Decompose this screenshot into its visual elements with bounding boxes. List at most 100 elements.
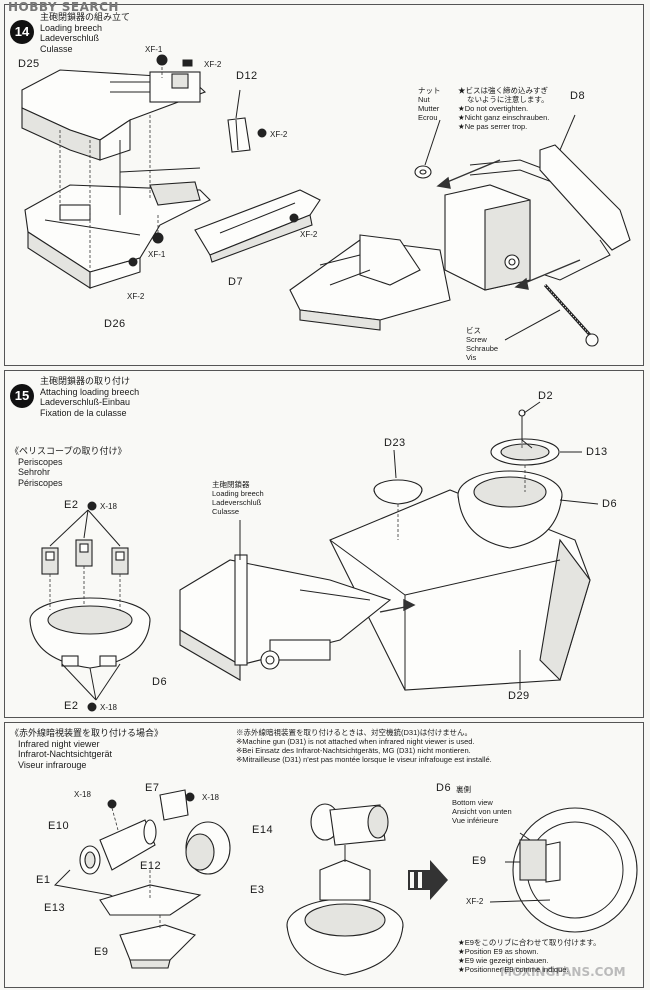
screw-label-x18-top: X-18: [100, 502, 117, 511]
step14-number: 14: [10, 20, 34, 44]
caution-line-1: ★ビスは強く締め込みすぎ: [458, 86, 548, 95]
step15-title-fr: Fixation de la culasse: [40, 407, 127, 418]
bottom-view-en: Bottom view: [452, 798, 493, 807]
caution-line-2: ないように注意します。: [467, 95, 549, 104]
infrared-title-jp: 《赤外線暗視装置を取り付ける場合》: [10, 728, 164, 738]
periscope-fr: Périscopes: [18, 477, 63, 488]
bottom-view-label: Bottom view Ansicht von unten Vue inféri…: [452, 798, 512, 825]
part-label-e13: E13: [44, 902, 66, 914]
screw-fr: Vis: [466, 353, 477, 362]
infrared-assembled: [286, 803, 404, 976]
cupola-d6: [457, 470, 563, 549]
screw-en: Screw: [466, 335, 487, 344]
step14-title-fr: Culasse: [40, 43, 73, 54]
screw-jp: ビス: [466, 326, 481, 335]
breech-lower-d26: [24, 167, 211, 290]
long-screw: [543, 283, 599, 347]
infrared-notes: ※赤外線暗視装置を取り付けるときは、対空機銃(D31)は付けません。 ※Mach…: [236, 728, 492, 764]
part-label-d6-ring: D6: [152, 676, 168, 688]
infrared-title: 《赤外線暗視装置を取り付ける場合》 Infrared night viewer …: [10, 728, 163, 770]
breech-assembly: [179, 554, 392, 681]
breech-fr: Culasse: [212, 507, 240, 516]
periscope-title: 《ペリスコープの取り付け》 Periscopes Sehrohr Périsco…: [10, 446, 126, 488]
part-label-d23: D23: [384, 437, 406, 449]
part-label-e2-top: E2: [64, 499, 79, 511]
nut-fr: Ecrou: [418, 113, 438, 122]
screw-label-x18-bottom: X-18: [100, 703, 117, 712]
paint-label-xf1-top: XF-1: [145, 45, 163, 54]
step14-title-jp: 主砲閉鎖器の組み立て: [40, 12, 131, 22]
infrared-title-de: Infrarot-Nachtsichtgerät: [18, 749, 113, 759]
step15-title-jp: 主砲閉鎖器の取り付け: [40, 376, 131, 386]
bottom-view-de: Ansicht von unten: [452, 807, 512, 816]
part-label-d6: D6: [602, 498, 618, 510]
step15-number: 15: [10, 384, 34, 408]
overtighten-caution: ★ビスは強く締め込みすぎ ないように注意します。 ★Do not overtig…: [458, 86, 549, 131]
infrared-note-de: ※Bei Einsatz des Infrarot-Nachtsichtgerä…: [236, 746, 471, 755]
step14-title: 主砲閉鎖器の組み立て Loading breech Ladeverschluß …: [40, 12, 130, 54]
step15-title-en: Attaching loading breech: [40, 386, 140, 397]
breech-on-mount: [289, 184, 531, 331]
breech-jp: 主砲閉鎖器: [212, 480, 250, 489]
pos-note-jp: ★E9をこのリブに合わせて取り付けます。: [458, 938, 601, 947]
pos-note-de: ★E9 wie gezeigt einbauen.: [458, 956, 549, 965]
step15-title: 主砲閉鎖器の取り付け Attaching loading breech Lade…: [40, 376, 139, 418]
part-label-d29: D29: [508, 690, 530, 702]
step14-title-de: Ladeverschluß: [40, 33, 100, 43]
step14-title-en: Loading breech: [40, 22, 103, 33]
part-d23: [373, 479, 423, 505]
part-label-d7: D7: [228, 276, 244, 288]
direction-arrow: [408, 860, 448, 900]
periscope-jp: 《ペリスコープの取り付け》: [10, 446, 127, 456]
part-label-e1: E1: [36, 874, 51, 886]
periscope-ring: [29, 597, 151, 669]
step15-title-de: Ladeverschluß-Einbau: [40, 397, 131, 407]
part-label-d13: D13: [586, 446, 608, 458]
bottom-view-jp: 裏側: [456, 785, 471, 794]
part-label-e2-bottom: E2: [64, 700, 79, 712]
part-label-e14: E14: [252, 824, 274, 836]
paint-label-xf1-low: XF-1: [148, 250, 166, 259]
bottom-view-fr: Vue inférieure: [452, 816, 499, 825]
nut-en: Nut: [418, 95, 430, 104]
caution-line-5: ★Ne pas serrer trop.: [458, 122, 528, 131]
caution-line-4: ★Nicht ganz einschrauben.: [458, 113, 550, 122]
part-d12: [227, 117, 251, 153]
screw-de: Schraube: [466, 344, 499, 353]
pos-note-en: ★Position E9 as shown.: [458, 947, 539, 956]
bottom-view-part: D6: [436, 782, 452, 794]
watermark-top: HOBBY SEARCH: [8, 0, 119, 14]
part-label-d2: D2: [538, 390, 554, 402]
infrared-note-en: ※Machine gun (D31) is not attached when …: [236, 737, 475, 746]
e9-position-note: ★E9をこのリブに合わせて取り付けます。 ★Position E9 as sho…: [458, 938, 601, 974]
paint-label-xf2-low: XF-2: [127, 292, 145, 301]
watermark-bottom: MOXINGFANS.COM: [500, 965, 626, 979]
breech-en: Loading breech: [212, 489, 264, 498]
pos-note-fr: ★Positionner E9 comme indiqué.: [458, 965, 569, 974]
part-label-d25: D25: [18, 58, 40, 70]
nut-drawing: [414, 165, 432, 179]
paint-label-xf2-d12: XF-2: [270, 130, 288, 139]
nut-jp: ナット: [418, 86, 441, 95]
paint-label-xf2-d7: XF-2: [300, 230, 318, 239]
breech-upper-d25: [21, 69, 207, 161]
nut-label: ナット Nut Mutter Ecrou: [418, 86, 441, 122]
screw-label: ビス Screw Schraube Vis: [466, 326, 498, 362]
breech-label: 主砲閉鎖器 Loading breech Ladeverschluß Culas…: [212, 480, 264, 516]
bottom-view-d6: [505, 807, 638, 933]
part-label-e9: E9: [94, 946, 109, 958]
periscope-de: Sehrohr: [18, 467, 51, 477]
part-label-d26: D26: [104, 318, 126, 330]
paint-label-xf2-top: XF-2: [204, 60, 222, 69]
periscope-en: Periscopes: [18, 456, 63, 467]
part-label-e12: E12: [140, 860, 162, 872]
part-d8: [469, 144, 631, 281]
part-label-d8: D8: [570, 90, 586, 102]
screw-label-x18-left: X-18: [74, 790, 91, 799]
screw-label-x18-right: X-18: [202, 793, 219, 802]
paint-label-xf2-bottom: XF-2: [466, 897, 484, 906]
infrared-title-fr: Viseur infrarouge: [18, 759, 87, 770]
infrared-title-en: Infrared night viewer: [18, 738, 100, 749]
infrared-note-jp: ※赤外線暗視装置を取り付けるときは、対空機銃(D31)は付けません。: [236, 728, 473, 737]
